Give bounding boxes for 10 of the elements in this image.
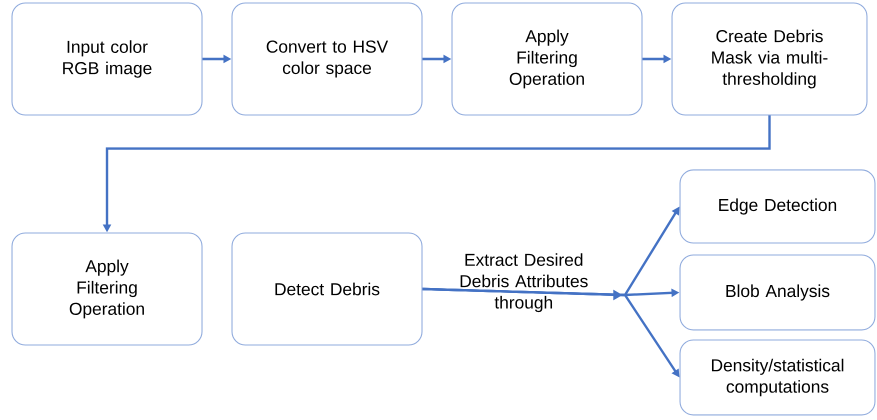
process-box: Create Debris Mask via multi-thresholding — [672, 2, 868, 116]
process-box: Density/statistical computations — [680, 340, 876, 416]
process-box: Blob Analysis — [680, 254, 876, 330]
process-box: Apply Filtering Operation — [451, 2, 643, 116]
process-box: Detect Debris — [231, 232, 423, 346]
process-box: Apply Filtering Operation — [11, 232, 203, 346]
process-box: Input color RGB image — [11, 2, 203, 116]
edge-label: Extract Desired Debris Attributes through — [460, 253, 588, 312]
process-box: Edge Detection — [680, 169, 876, 244]
process-box: Convert to HSV color space — [231, 2, 423, 116]
